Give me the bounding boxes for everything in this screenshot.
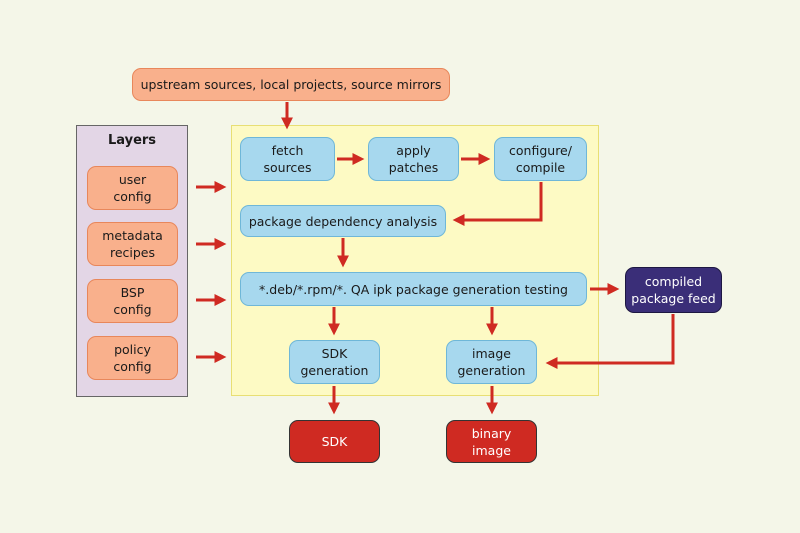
sdk-generation-box: SDK generation <box>289 340 380 384</box>
layers-title: Layers <box>107 133 157 148</box>
image-generation-box: image generation <box>446 340 537 384</box>
layer-user-config: user config <box>87 166 178 210</box>
layer-metadata-recipes: metadata recipes <box>87 222 178 266</box>
upstream-sources-box: upstream sources, local projects, source… <box>132 68 450 101</box>
package-dependency-analysis-box: package dependency analysis <box>240 205 446 237</box>
arrow-configure-to-dependency <box>452 182 543 226</box>
configure-compile-box: configure/ compile <box>494 137 587 181</box>
layer-policy-config: policy config <box>87 336 178 380</box>
fetch-sources-box: fetch sources <box>240 137 335 181</box>
apply-patches-box: apply patches <box>368 137 459 181</box>
binary-image-output-box: binary image <box>446 420 537 463</box>
layer-bsp-config: BSP config <box>87 279 178 323</box>
compiled-package-feed-box: compiled package feed <box>625 267 722 313</box>
sdk-output-box: SDK <box>289 420 380 463</box>
package-generation-box: *.deb/*.rpm/*. QA ipk package generation… <box>240 272 587 306</box>
arrow-feed-to-image-gen <box>545 314 675 369</box>
